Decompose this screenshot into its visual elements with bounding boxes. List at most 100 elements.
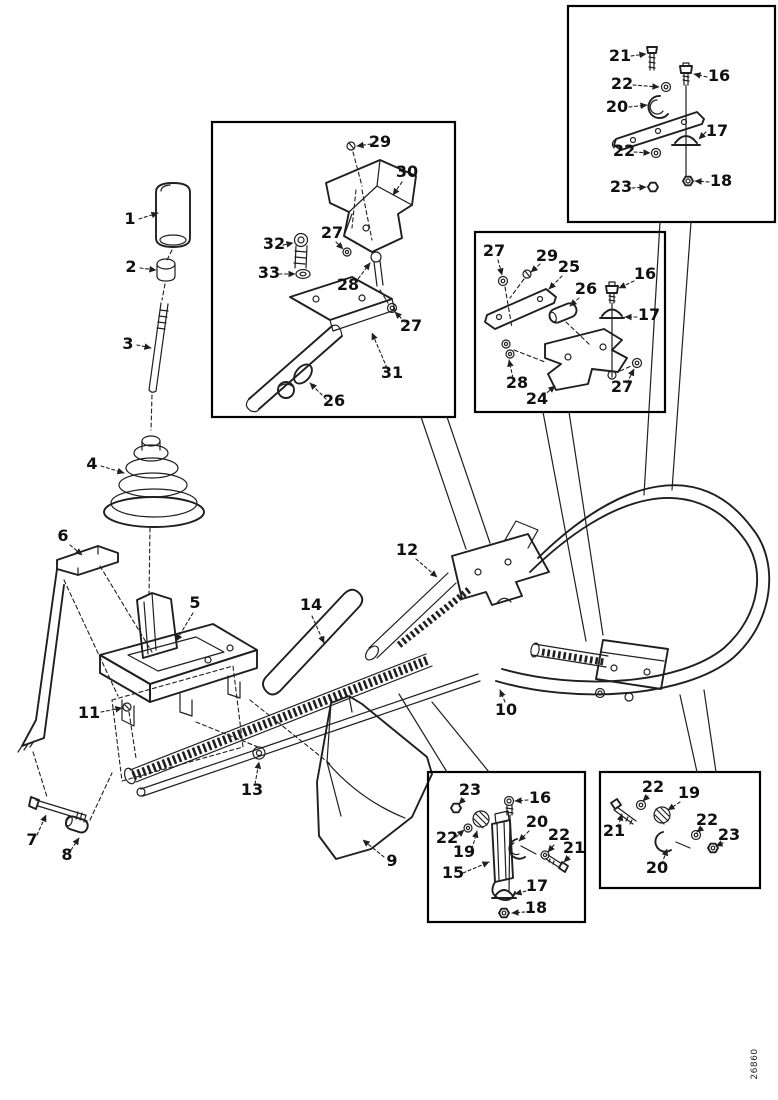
- callout-22L: 22: [436, 828, 458, 847]
- bolt-part-16-icon: [679, 62, 693, 178]
- detail-box-bottom-middle: 23 16 20 22 22 21 19 15 17 18: [398, 693, 587, 924]
- callout-19: 19: [453, 842, 475, 861]
- callout-part-3: 3: [122, 334, 133, 353]
- screw-part-29-icon: [509, 269, 532, 299]
- callout-20: 20: [606, 97, 628, 116]
- callout-22a: 22: [642, 777, 664, 796]
- bolt-part-21-icon: [610, 798, 637, 825]
- callout-26: 26: [323, 391, 345, 410]
- right-callouts: 27 29 25 26 16 17 28 24 27: [483, 241, 660, 408]
- bolt-part-21-icon: [545, 854, 569, 873]
- callout-part-9: 9: [386, 851, 397, 870]
- washer-part-22-icon: [463, 823, 473, 833]
- bolt-part-32-icon: [293, 232, 309, 269]
- callout-23: 23: [610, 177, 632, 196]
- bushing-part: [156, 258, 176, 282]
- callout-27a: 27: [483, 241, 505, 260]
- callout-27a: 27: [321, 223, 343, 242]
- sleeve-part: [262, 588, 364, 696]
- detail-box-border: [210, 120, 457, 419]
- bolt-part-28-icon: [370, 251, 389, 304]
- barrel-part-26-icon: [548, 302, 591, 346]
- washers-part-28-icon: [501, 339, 546, 363]
- callout-16: 16: [708, 66, 730, 85]
- washer-part-22b-icon: [650, 147, 662, 159]
- callout-33: 33: [258, 263, 280, 282]
- callout-25: 25: [558, 257, 580, 276]
- drawing-number: 26860: [750, 1048, 760, 1079]
- callout-21: 21: [563, 838, 585, 857]
- detail-box-border: [473, 230, 667, 414]
- callout-29: 29: [369, 132, 391, 151]
- callout-21: 21: [603, 821, 625, 840]
- channel-part-15-icon: [491, 810, 516, 902]
- bottom-middle-callouts: 23 16 20 22 22 21 19 15 17 18: [436, 780, 585, 917]
- bottom-right-callouts: 22 19 21 22 23 20: [603, 777, 740, 877]
- bracket-part-24-icon: [544, 328, 628, 391]
- bolt-part-21-icon: [646, 46, 658, 71]
- nut-part-18-icon: [498, 907, 510, 919]
- boot-part: [103, 435, 205, 528]
- clamp-part-17-icon: [599, 308, 625, 319]
- callout-part-13: 13: [241, 780, 263, 799]
- spacer-part-8: [64, 815, 89, 834]
- nut-part-23-icon: [450, 802, 462, 814]
- callout-part-7: 7: [26, 830, 37, 849]
- centerline: [148, 249, 173, 597]
- detail-box-middle: 29 30 32 27 33 28 27 31 26: [210, 120, 491, 550]
- clamp-part-17-icon: [491, 889, 517, 899]
- callout-part-8: 8: [61, 845, 72, 864]
- lever-arm-part-26-icon: [245, 324, 343, 413]
- nut-part-18-icon: [682, 175, 694, 187]
- washer-part-22-icon: [660, 81, 672, 93]
- callout-16: 16: [529, 788, 551, 807]
- callout-23: 23: [459, 780, 481, 799]
- callout-part-6: 6: [57, 526, 68, 545]
- callout-26: 26: [575, 279, 597, 298]
- spacer-part-19-icon: [472, 810, 490, 829]
- callout-21: 21: [609, 46, 631, 65]
- callout-17: 17: [706, 121, 728, 140]
- washer-part-22-icon: [635, 799, 647, 811]
- detail-box-border: [426, 770, 587, 924]
- detail-box-border: [566, 4, 777, 224]
- detail-box-border: [598, 770, 762, 890]
- detail-box-bottom-right: 22 19 21 22 23 20: [598, 689, 762, 890]
- clip-part-20-icon: [654, 831, 691, 853]
- callout-27b: 27: [400, 316, 422, 335]
- lever-rod-part: [148, 302, 169, 393]
- callout-part-10: 10: [495, 700, 517, 719]
- washer-part-27b-icon: [619, 357, 643, 372]
- clip-part-20-icon: [508, 838, 537, 860]
- callout-17: 17: [638, 305, 660, 324]
- detail-box-right: 27 29 25 26 16 17 28 24 27: [473, 230, 667, 642]
- callout-part-2: 2: [125, 257, 136, 276]
- washer-part-22b-icon: [690, 829, 702, 841]
- cable-clamp-assembly: [530, 639, 669, 702]
- callout-23: 23: [718, 825, 740, 844]
- side-panel-part-9: [195, 695, 433, 860]
- nut-part-23-icon: [647, 181, 659, 193]
- callout-18: 18: [525, 898, 547, 917]
- shifter-housing-part: [99, 592, 258, 782]
- middle-callouts: 29 30 32 27 33 28 27 31 26: [258, 132, 422, 410]
- washer-part-33-icon: [295, 268, 311, 280]
- callout-20: 20: [526, 812, 548, 831]
- main-assembly: 1 2 3 4 5 6 7 8 9 10 11 12 13 1: [17, 182, 771, 870]
- callout-part-14: 14: [300, 595, 322, 614]
- callout-16: 16: [634, 264, 656, 283]
- callout-15: 15: [442, 863, 464, 882]
- callout-18: 18: [710, 171, 732, 190]
- callout-22b: 22: [696, 810, 718, 829]
- callout-28: 28: [506, 373, 528, 392]
- callout-24: 24: [526, 389, 548, 408]
- callout-32: 32: [263, 234, 285, 253]
- spacer-part-19-icon: [653, 806, 671, 825]
- top-right-callouts: 21 22 16 20 17 22 23 18: [606, 46, 732, 196]
- callout-20: 20: [646, 858, 668, 877]
- cable-loop-part-10: [495, 484, 771, 696]
- bolt-part-16-icon: [503, 795, 515, 893]
- cable-conduit: [123, 653, 481, 797]
- bolt-part-7: [28, 751, 113, 823]
